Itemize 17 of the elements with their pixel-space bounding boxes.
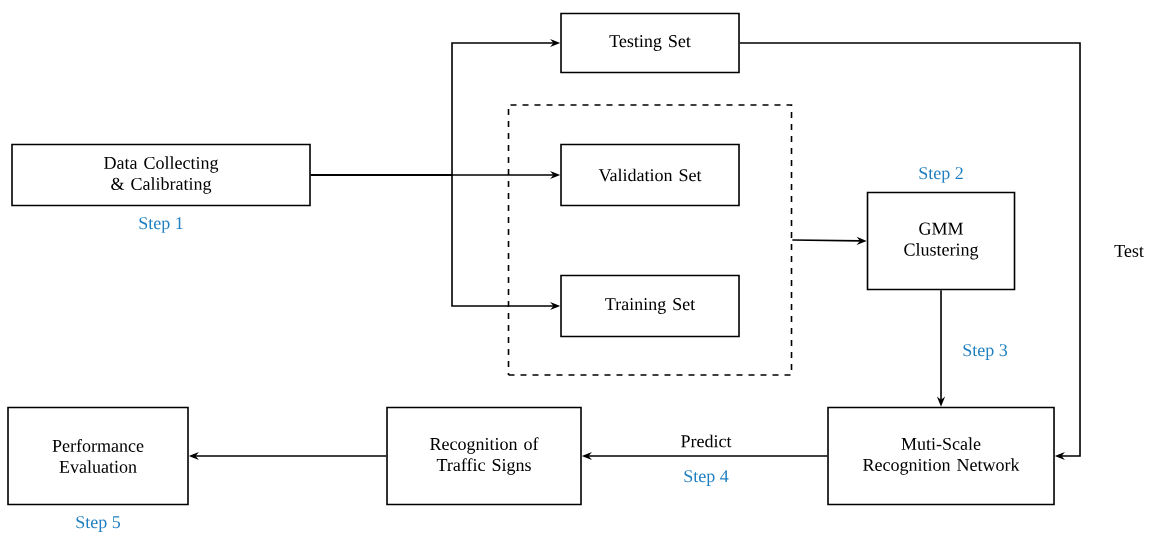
step-label: Step 2 [919, 167, 963, 183]
process-box: Muti-Scale Recognition Network [827, 406, 1055, 506]
process-box: Training Set [560, 274, 740, 338]
process-box: Recognition of Traffic Signs [386, 406, 582, 506]
arrow [739, 42, 1081, 461]
step-label: Step 3 [963, 344, 1008, 360]
edge-label: Test [1112, 243, 1146, 259]
process-box: GMM Clustering [866, 191, 1016, 291]
edge-label: Predict [678, 432, 734, 450]
step-label: Step 5 [76, 516, 121, 532]
process-box: Performance Evaluation [7, 406, 189, 506]
process-box: Testing Set [560, 12, 740, 74]
dashed-group-box [507, 104, 793, 376]
process-box: Data Collecting & Calibrating [11, 143, 311, 207]
step-label: Step 4 [684, 470, 729, 486]
step-label: Step 1 [139, 217, 183, 233]
process-box: Validation Set [560, 143, 740, 207]
